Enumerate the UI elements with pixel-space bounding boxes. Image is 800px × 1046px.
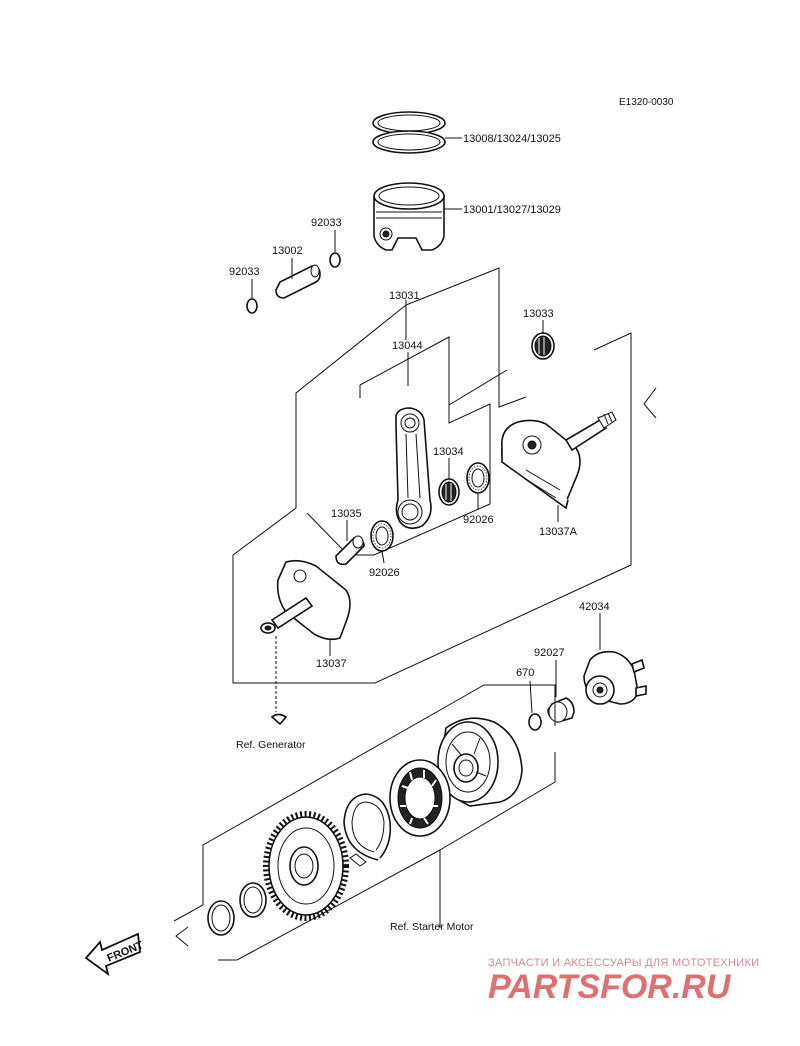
label-crankshaft-assy: 13031 [389,290,420,302]
one-way-clutch [389,759,451,837]
needle-bearing-small-end [531,332,555,360]
watermark-line2: PARTSFOR.RU [488,968,732,1006]
ref-generator: Ref. Generator [236,739,306,751]
snap-ring [343,793,392,867]
label-needle-bearing-big: 13034 [433,446,464,458]
label-crank-half-left: 13037 [316,658,347,670]
crank-half-left [260,559,351,641]
shim-washer-2 [207,900,235,936]
shim-washer-1 [239,882,267,918]
label-needle-bearing-top: 13033 [523,308,554,320]
front-arrow-icon: FRONT [84,932,145,977]
circlip-upper [329,252,341,268]
watermark-line1: ЗАПЧАСТИ И АКСЕССУАРЫ ДЛЯ МОТОТЕХНИКИ [488,957,759,969]
thrust-washer-left [370,520,394,552]
needle-bearing-big-end [438,478,460,506]
starter-assy-frame [173,684,556,961]
label-circlip-upper: 92033 [311,217,342,229]
piston [373,182,445,251]
label-clutch-hub: 42034 [579,601,610,613]
watermark: ЗАПЧАСТИ И АКСЕССУАРЫ ДЛЯ МОТОТЕХНИКИ PA… [488,957,759,1006]
label-circlip-lower: 92033 [229,266,260,278]
crankshaft-assy-frame [232,267,632,684]
ref-starter-motor: Ref. Starter Motor [390,921,474,933]
starter-driven-gear [263,811,349,921]
label-connecting-rod: 13044 [392,340,423,352]
circlip-lower [246,298,258,314]
collar [547,697,575,723]
label-piston: 13001/13027/13029 [463,204,561,216]
connecting-rod [395,407,432,530]
crank-half-right [501,411,617,510]
starter-clutch-outer [437,717,523,807]
o-ring [528,713,542,731]
woodruff-key [270,713,288,726]
crankpin [335,535,365,566]
label-washer-right: 92026 [463,514,494,526]
clutch-hub [583,650,647,705]
diagram-code: E1320-0030 [619,97,674,108]
label-crankpin: 13035 [331,508,362,520]
piston-rings [372,111,446,154]
label-o-ring: 670 [516,667,534,679]
label-crank-half-right: 13037A [539,526,578,538]
label-piston-rings: 13008/13024/13025 [463,133,561,145]
conrod-subframe [306,336,508,556]
label-piston-pin: 13002 [272,245,303,257]
thrust-washer-right [466,462,490,494]
label-collar: 92027 [534,647,565,659]
piston-pin [275,264,321,299]
label-washer-left: 92026 [369,567,400,579]
